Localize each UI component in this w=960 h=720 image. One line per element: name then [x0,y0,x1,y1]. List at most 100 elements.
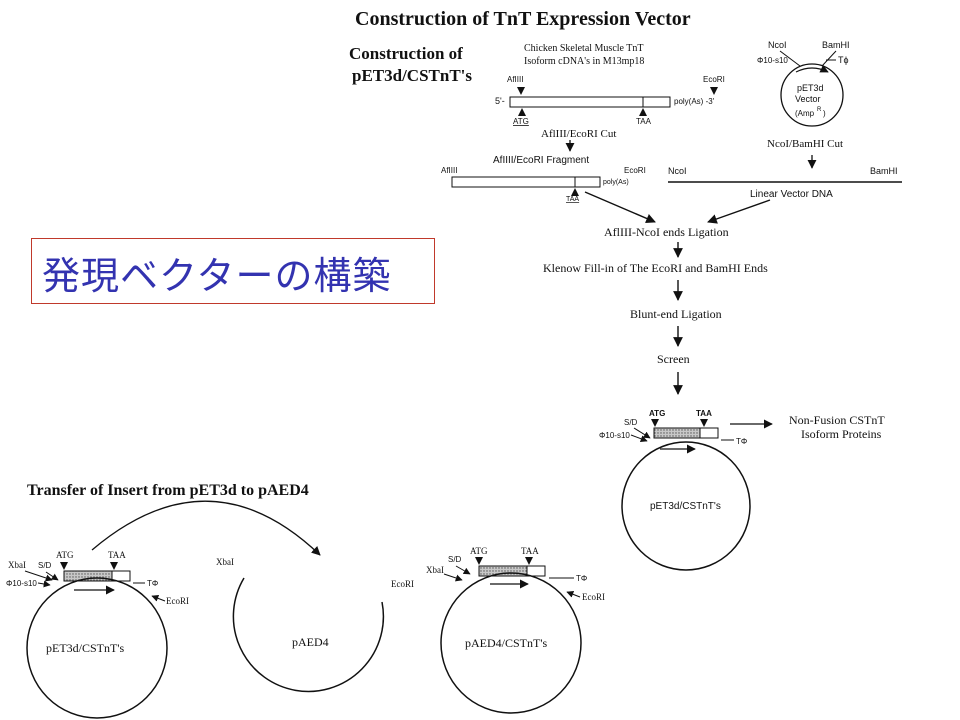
step-blunt: Blunt-end Ligation [630,307,722,321]
linear-vector-label: Linear Vector DNA [750,189,833,200]
tphi-left-label: TΦ [147,579,158,588]
ecori-top-marker [710,87,718,95]
phi10-plasmid-label: Φ10-s10 [757,56,788,65]
nonfusion-line1: Non-Fusion CSTnT [789,413,885,427]
subtitle-line2: pET3d/CSTnT's [352,66,472,85]
atg-left-marker [60,562,68,570]
pet3d-cstnt-left-circle [26,577,168,719]
taa-left-label: TAA [108,550,126,560]
transfer-title: Transfer of Insert from pET3d to pAED4 [27,482,309,499]
vector-to-ligation-arrow [707,199,771,224]
ecori-left-label: EcoRI [166,596,189,606]
afliii-ecori-cut-label: AflIII/EcoRI Cut [541,128,616,140]
afliii-fragment-label: AfIIII [441,166,457,175]
pet3d-plasmid-amp: (Amp [795,109,815,118]
japanese-title-box: 発現ベクターの構築 [31,238,435,304]
pet3d-plasmid-vector: Vector [795,94,821,104]
atg-marker [518,108,526,116]
bamhi-linear-label: BamHI [870,166,898,176]
phi10-right-pointer [630,434,648,443]
ecori-paed4-right-label: EcoRI [582,592,605,602]
five-prime-label: 5'- [495,96,505,106]
step-ligation: AflIII-NcoI ends Ligation [604,225,729,239]
atg-paed4-marker [475,557,483,565]
atg-right-label: ATG [649,409,665,418]
pet3d-cstnt-circle [621,441,751,571]
atg-left-label: ATG [56,550,74,560]
transfer-arc [91,500,321,556]
pet3d-plasmid-amp-sup: R [817,107,822,113]
main-title: Construction of TnT Expression Vector [355,8,691,30]
polya-3-label: poly(As) -3' [674,97,715,106]
step-klenow: Klenow Fill-in of The EcoRI and BamHI En… [543,261,768,275]
pet3d-plasmid-name: pET3d [797,83,824,93]
afliii-top-marker [517,87,525,95]
phi10-left-label: Φ10-s10 [6,579,37,588]
sd-left-pointer [45,571,59,581]
ecori-top-label: EcoRI [703,75,725,84]
paed4-label: pAED4 [292,635,329,649]
insert-right-hatched [653,427,701,439]
pet3d-plasmid-arrow [795,64,829,73]
taa-right-marker [700,419,708,427]
taa-left-marker [110,562,118,570]
step-screen: Screen [657,352,690,366]
phi10-left-pointer [37,580,51,588]
bamhi-plasmid-pointer [821,50,837,67]
paed4-open-circle [232,577,385,693]
taa-right-label: TAA [696,409,712,418]
xbai-left-pointer [24,570,53,582]
paed4-cstnt-circle [440,572,582,714]
fragment-bar [451,176,601,188]
taa-label: TAA [636,117,652,126]
paed4-cstnt-label: pAED4/CSTnT's [465,636,547,650]
phi10-right-label: Φ10-s10 [599,431,630,440]
cdna-note-line1: Chicken Skeletal Muscle TnT [524,43,644,54]
japanese-title: 発現ベクターの構築 [42,254,392,298]
atg-label: ATG [513,117,529,126]
sd-paed4-label: S/D [448,555,462,564]
nonfusion-line2: Isoform Proteins [801,427,882,441]
xbai-paed4-pointer [443,573,463,582]
ncoi-plasmid-label: NcoI [768,40,787,50]
atg-paed4-label: ATG [470,546,488,556]
ecori-left-pointer [151,594,166,602]
pet3d-cstnt-label: pET3d/CSTnT's [650,501,721,512]
insert-paed4-hatched [478,565,528,577]
ncoi-bamhi-cut-label: NcoI/BamHI Cut [767,138,843,150]
insert-right-utr [699,427,719,439]
fragment-to-ligation-arrow [584,191,656,224]
ecori-fragment-label: EcoRI [624,166,646,175]
sd-right-label: S/D [624,418,638,427]
pet3d-plasmid-amp-close: ) [823,109,826,118]
tphi-paed4-label: TΦ [576,574,587,583]
insert-left-utr [111,570,131,582]
pet3d-cstnt-left-label: pET3d/CSTnT's [46,641,124,655]
ncoi-plasmid-pointer [779,50,801,67]
xbai-left-label: XbaI [8,560,26,570]
taa-fragment-label: TAA [566,196,579,203]
taa-paed4-marker [525,557,533,565]
cdna-note-line2: Isoform cDNA's in M13mp18 [524,56,644,67]
ecori-paed4-pointer [566,590,581,598]
afliii-top-label: AfIIII [507,75,523,84]
sd-paed4-pointer [455,565,471,575]
tphi-right-label: TΦ [736,437,747,446]
cdna-bar [509,96,671,108]
taa-fragment-marker [571,188,579,196]
pet3d-plasmid-circle [780,63,844,127]
ncoi-linear-label: NcoI [668,166,687,176]
fragment-label: AfIIII/EcoRI Fragment [493,155,589,166]
ecori-paed4-label: EcoRI [391,579,414,589]
taa-marker [639,108,647,116]
atg-right-marker [651,419,659,427]
insert-left-hatched [63,570,113,582]
subtitle-line1: Construction of [349,44,463,63]
polya-fragment-label: poly(As) [603,179,629,186]
taa-paed4-label: TAA [521,546,539,556]
insert-paed4-utr [526,565,546,577]
xbai-paed4-label: XbaI [216,557,234,567]
tphi-plasmid-label: Tϕ [838,55,849,65]
bamhi-plasmid-label: BamHI [822,40,850,50]
